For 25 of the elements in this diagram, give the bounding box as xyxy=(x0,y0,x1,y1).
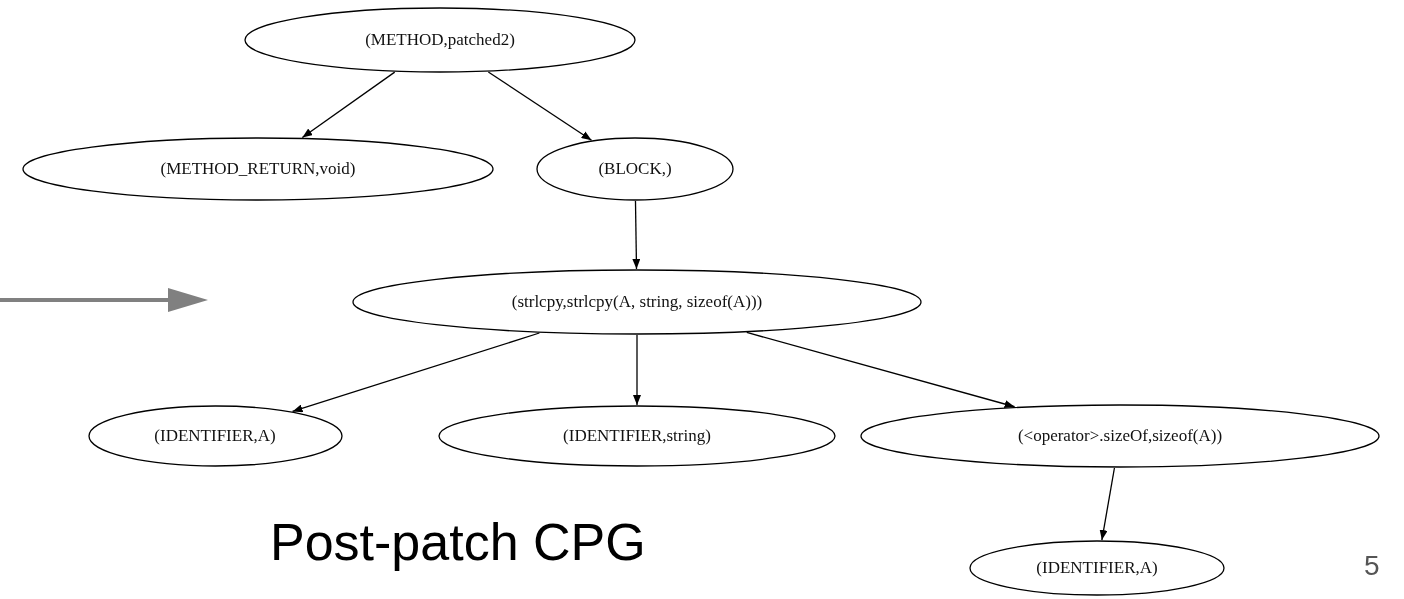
node-label: (BLOCK,) xyxy=(598,159,672,179)
ellipse-node xyxy=(352,269,922,335)
ellipse-node xyxy=(244,7,636,73)
arrow xyxy=(301,71,396,139)
arrow xyxy=(291,332,540,413)
ellipse-node xyxy=(22,137,494,201)
node-label: (METHOD,patched2) xyxy=(365,30,515,50)
ellipse-node xyxy=(969,540,1225,596)
caption: Post-patch CPG xyxy=(270,512,646,572)
arrow xyxy=(746,331,1016,408)
page-number: 5 xyxy=(1364,550,1380,582)
node-label: (IDENTIFIER,A) xyxy=(154,426,276,446)
arrow xyxy=(633,334,641,406)
node-label: (<operator>.sizeOf,sizeof(A)) xyxy=(1017,426,1223,446)
arrow xyxy=(487,71,593,141)
ellipse-node xyxy=(536,137,734,201)
ellipse-node xyxy=(438,405,836,467)
ellipse-node xyxy=(860,404,1380,468)
node-label: (METHOD_RETURN,void) xyxy=(160,159,356,179)
arrow xyxy=(1099,467,1116,541)
node-label: (IDENTIFIER,A) xyxy=(1036,558,1158,578)
node-label: (strlcpy,strlcpy(A, string, sizeof(A))) xyxy=(511,292,763,312)
node-label: (IDENTIFIER,string) xyxy=(563,426,711,446)
arrow xyxy=(632,200,641,270)
ellipse-node xyxy=(87,405,343,467)
